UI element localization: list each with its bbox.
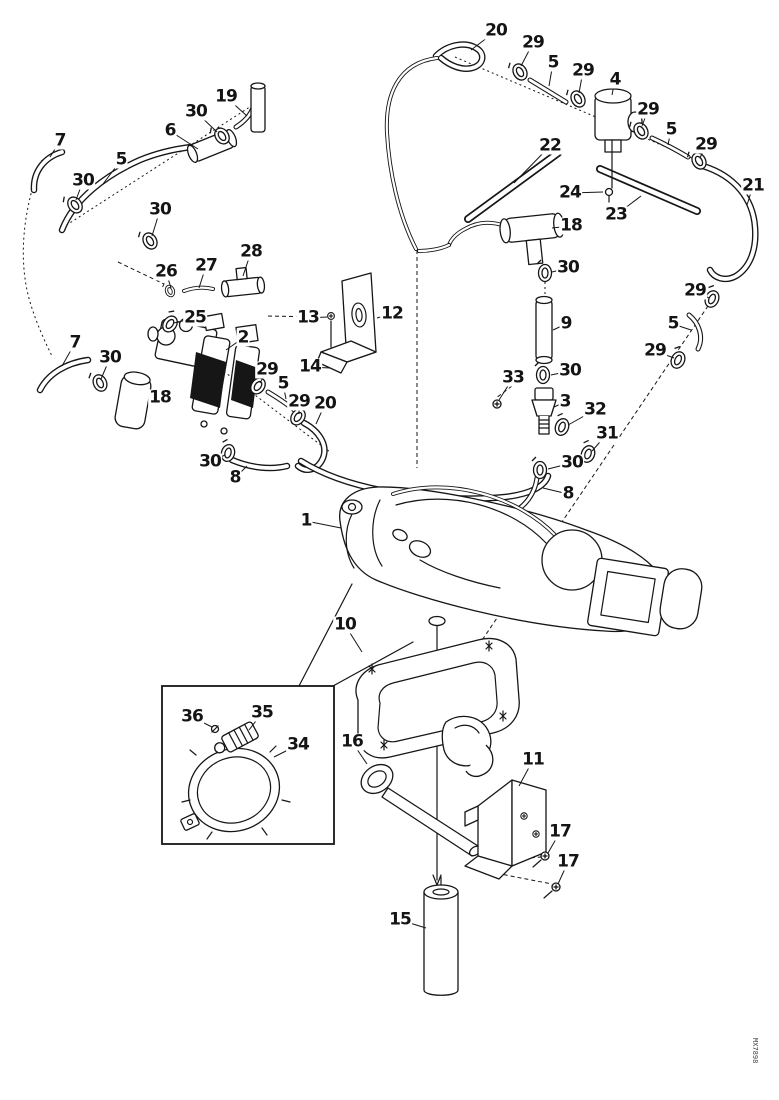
callout-label: 24	[558, 182, 582, 203]
clamp-34	[187, 747, 281, 833]
callout-label: 26	[154, 261, 178, 282]
strap-16	[360, 763, 482, 857]
cap-18	[114, 371, 152, 430]
tee-28	[220, 266, 266, 298]
callout-label: 15	[388, 909, 412, 930]
callout-label: 5	[666, 313, 680, 334]
callout-label: 35	[250, 702, 274, 723]
screw-33	[492, 399, 502, 409]
callout-label: 27	[194, 255, 218, 276]
callout-label: 29	[694, 134, 718, 155]
callout-label: 30	[556, 257, 580, 278]
bracket-11	[464, 779, 547, 880]
callout-label: 1	[299, 510, 313, 531]
callout-label: 4	[608, 69, 622, 90]
screw-13	[327, 312, 335, 320]
callout-label: 16	[340, 731, 364, 752]
callout-label: 30	[198, 451, 222, 472]
callout-leader-lines	[49, 30, 754, 929]
callout-label: 3	[558, 391, 572, 412]
callout-label: 36	[180, 706, 204, 727]
callout-label: 29	[287, 391, 311, 412]
callout-label: 18	[559, 215, 583, 236]
callout-label: 20	[484, 20, 508, 41]
callout-label: 5	[664, 119, 678, 140]
callout-label: 28	[239, 241, 263, 262]
sensor-3	[531, 387, 557, 435]
screws-17	[532, 851, 561, 899]
callout-label: 12	[380, 303, 404, 324]
rod-23	[596, 165, 701, 215]
callout-label: 29	[571, 60, 595, 81]
callout-label: 30	[71, 170, 95, 191]
callout-label: 6	[163, 120, 177, 141]
callout-label: 34	[286, 734, 310, 755]
bolt-36	[210, 724, 220, 734]
callout-label: 30	[558, 360, 582, 381]
callout-label: 18	[148, 387, 172, 408]
callout-label: 21	[741, 175, 765, 196]
hose-9	[535, 295, 553, 365]
callout-label: 8	[228, 467, 242, 488]
callout-label: 2	[236, 327, 250, 348]
callout-label: 30	[98, 347, 122, 368]
callout-label: 8	[561, 483, 575, 504]
callout-label: 9	[559, 313, 573, 334]
callout-label: 19	[214, 86, 238, 107]
callout-label: 29	[255, 359, 279, 380]
callout-label: 14	[298, 356, 322, 377]
callout-label: 7	[68, 332, 82, 353]
callout-label: 29	[521, 32, 545, 53]
callout-label: 25	[183, 307, 207, 328]
callout-label: 5	[114, 149, 128, 170]
callout-label: 13	[296, 307, 320, 328]
valve-4	[594, 88, 643, 153]
tube-15	[423, 876, 459, 996]
callout-label: 32	[583, 399, 607, 420]
callout-label: 30	[184, 101, 208, 122]
rod-22	[464, 149, 562, 223]
bolt-24	[604, 187, 614, 203]
callout-label: 23	[604, 204, 628, 225]
callout-label: 17	[548, 821, 572, 842]
callout-label: 30	[560, 452, 584, 473]
callout-label: 5	[546, 52, 560, 73]
callout-label: 22	[538, 135, 562, 156]
callout-label: 7	[53, 130, 67, 151]
callout-label: 29	[636, 99, 660, 120]
callout-label: 5	[276, 373, 290, 394]
base-plate-10	[355, 637, 520, 759]
callout-label: 29	[683, 280, 707, 301]
callout-label: 31	[595, 423, 619, 444]
pipe-19	[250, 82, 266, 133]
callout-label: 11	[521, 749, 545, 770]
canister-assembly-1	[339, 485, 703, 886]
callout-label: 17	[556, 851, 580, 872]
assembly-axis-lines	[22, 56, 713, 885]
tee-18	[499, 212, 565, 266]
callout-label: 29	[643, 340, 667, 361]
hook-bracket	[441, 715, 494, 778]
clamp-tab	[180, 813, 200, 831]
bracket-12	[316, 272, 377, 374]
callout-label: 33	[501, 367, 525, 388]
drawing-code: MX7898	[751, 1038, 759, 1064]
callout-label: 20	[313, 393, 337, 414]
callout-label: 30	[148, 199, 172, 220]
callout-label: 10	[333, 614, 357, 635]
